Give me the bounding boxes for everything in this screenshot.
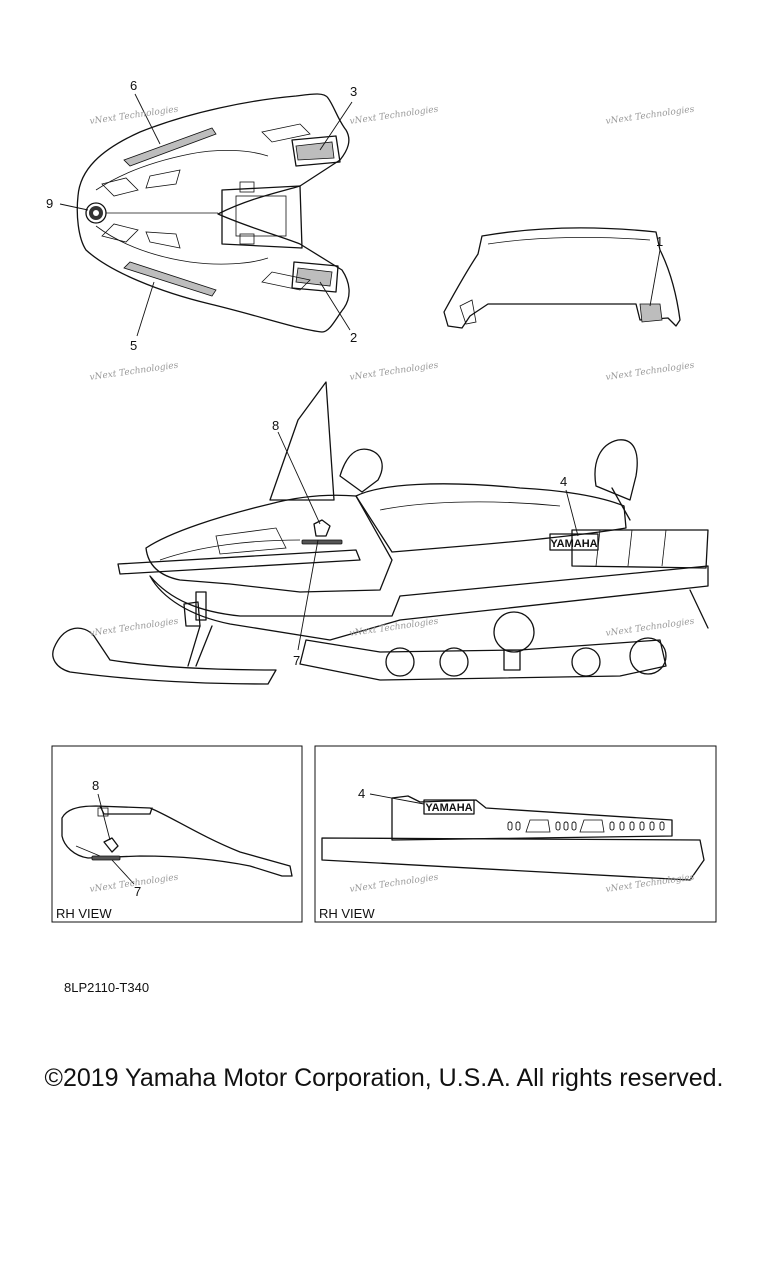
callout-9: 9 [46, 196, 53, 211]
callout-1: 1 [656, 234, 663, 249]
watermark: vNext Technologies [349, 617, 439, 639]
watermark: vNext Technologies [349, 105, 439, 127]
callout-7: 7 [293, 653, 300, 668]
inset-left-callout-7: 7 [134, 884, 141, 899]
leader-lines [59, 93, 661, 885]
hood-top-view [76, 93, 350, 333]
callout-3: 3 [350, 84, 357, 99]
callout-5: 5 [130, 338, 137, 353]
yamaha-decal-inset: YAMAHA [425, 802, 472, 814]
watermark: vNext Technologies [605, 361, 695, 383]
watermark: vNext Technologies [89, 617, 179, 639]
watermark: vNext Technologies [605, 105, 695, 127]
watermark: vNext Technologies [89, 361, 179, 383]
watermark: vNext Technologies [89, 105, 179, 127]
part-code: 8LP2110-T340 [64, 980, 150, 995]
callout-2: 2 [350, 330, 357, 345]
callout-8: 8 [272, 418, 279, 433]
inset-right-callout-4: 4 [358, 786, 365, 801]
watermark: vNext Technologies [605, 617, 695, 639]
inset-left-view-label: RH VIEW [56, 906, 112, 921]
snowmobile-side-view: YAMAHA [52, 381, 709, 685]
inset-right-view-label: RH VIEW [319, 906, 375, 921]
callout-6: 6 [130, 78, 137, 93]
callout-labels: 6 3 9 5 2 1 8 7 4 8 7 4 RH VIEW RH VIEW [46, 78, 663, 921]
inset-left [51, 745, 303, 923]
inset-left-callout-8: 8 [92, 778, 99, 793]
watermark: vNext Technologies [349, 361, 439, 383]
callout-4: 4 [560, 474, 567, 489]
rear-cowl-view [443, 227, 681, 329]
yamaha-decal-main: YAMAHA [550, 538, 597, 550]
inset-right: YAMAHA [314, 745, 717, 923]
copyright-notice: ©2019 Yamaha Motor Corporation, U.S.A. A… [44, 1064, 724, 1092]
watermark: vNext Technologies [349, 873, 439, 895]
